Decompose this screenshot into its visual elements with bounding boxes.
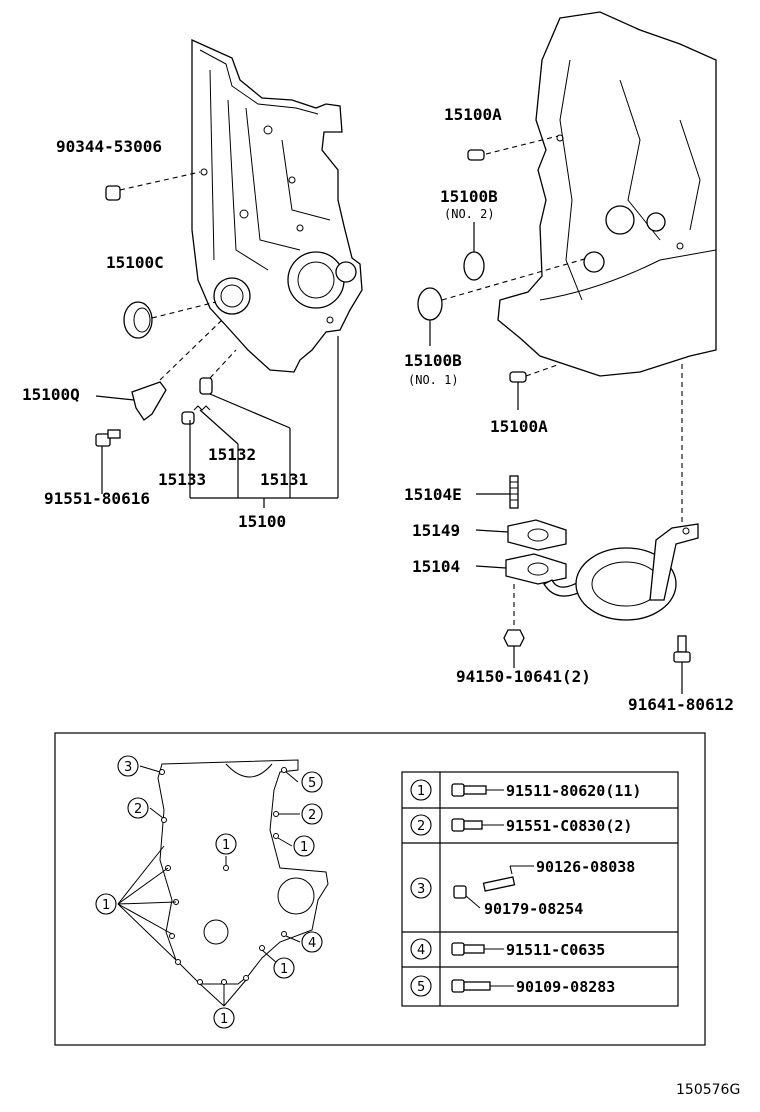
timing-cover-illustration (191, 38, 363, 373)
table-part-2: 91551-C0830(2) (506, 817, 632, 835)
table-part-3b: 90179-08254 (484, 900, 583, 918)
label-15104: 15104 (412, 557, 460, 576)
callout-1: 1 (280, 962, 288, 977)
label-15100B-bot: 15100B (404, 351, 462, 370)
table-key-4: 4 (417, 943, 425, 958)
cap-nut-icon (105, 171, 201, 201)
o-ring-icon (417, 287, 443, 321)
label-91551-80616: 91551-80616 (44, 489, 150, 508)
dowel-pin-icon (509, 371, 527, 383)
label-91641-80612: 91641-80612 (628, 695, 734, 714)
callout-1: 1 (300, 840, 308, 855)
callout-4: 4 (308, 936, 316, 951)
callout-3: 3 (124, 760, 132, 775)
label-15100C: 15100C (106, 253, 164, 272)
dowel-pin-icon (467, 149, 485, 161)
engine-block-illustration (497, 11, 717, 377)
o-ring-icon (463, 251, 485, 281)
bolt-table: 1 2 3 4 5 91511-80620(11) (401, 771, 679, 1007)
table-part-3a: 90126-08038 (536, 858, 635, 876)
valve-body-icon (131, 319, 223, 421)
note-no2: (NO. 2) (444, 207, 495, 221)
oil-seal-icon (123, 301, 217, 339)
table-part-5: 90109-08283 (516, 978, 615, 996)
label-15132: 15132 (208, 445, 256, 464)
label-94150-10641: 94150-10641(2) (456, 667, 591, 686)
table-key-3: 3 (417, 882, 425, 897)
label-90344-53006: 90344-53006 (56, 137, 162, 156)
bolt-icon (95, 429, 121, 447)
flange-nut-icon (503, 629, 525, 647)
label-15100A-top: 15100A (444, 105, 502, 124)
table-key-1: 1 (417, 784, 425, 799)
callout-1: 1 (222, 838, 230, 853)
label-15100A-bot: 15100A (490, 417, 548, 436)
bolt-icon (451, 942, 504, 956)
callout-2: 2 (308, 808, 316, 823)
table-key-5: 5 (417, 980, 425, 995)
figure-id: 150576G (676, 1082, 740, 1098)
label-15133: 15133 (158, 470, 206, 489)
callout-5: 5 (308, 776, 316, 791)
bolt-icon (451, 783, 504, 797)
table-part-1: 91511-80620(11) (506, 782, 641, 800)
label-15104E: 15104E (404, 485, 462, 504)
callout-2: 2 (134, 802, 142, 817)
label-15100: 15100 (238, 512, 286, 531)
label-15100B-top: 15100B (440, 187, 498, 206)
label-15149: 15149 (412, 521, 460, 540)
bolt-icon (451, 818, 504, 832)
stud-and-nut-icon (453, 865, 534, 909)
oil-strainer-icon (505, 523, 699, 621)
callout-1: 1 (220, 1012, 228, 1027)
callout-1: 1 (102, 898, 110, 913)
label-15100Q: 15100Q (22, 385, 80, 404)
stud-bolt-icon (451, 979, 514, 993)
gasket-icon (507, 519, 567, 551)
cover-bolt-map (157, 759, 329, 985)
callout-leaders (117, 765, 301, 1007)
bolt-icon (673, 635, 691, 663)
stud-bolt-icon (509, 475, 519, 509)
callout-circles: 3 2 1 1 1 5 2 1 4 1 (95, 755, 323, 1029)
label-15131: 15131 (260, 470, 308, 489)
note-no1: (NO. 1) (408, 373, 459, 387)
table-part-4: 91511-C0635 (506, 941, 605, 959)
bolt-location-panel (54, 732, 706, 1046)
table-key-2: 2 (417, 819, 425, 834)
plug-spring-valve-icons (181, 349, 237, 425)
